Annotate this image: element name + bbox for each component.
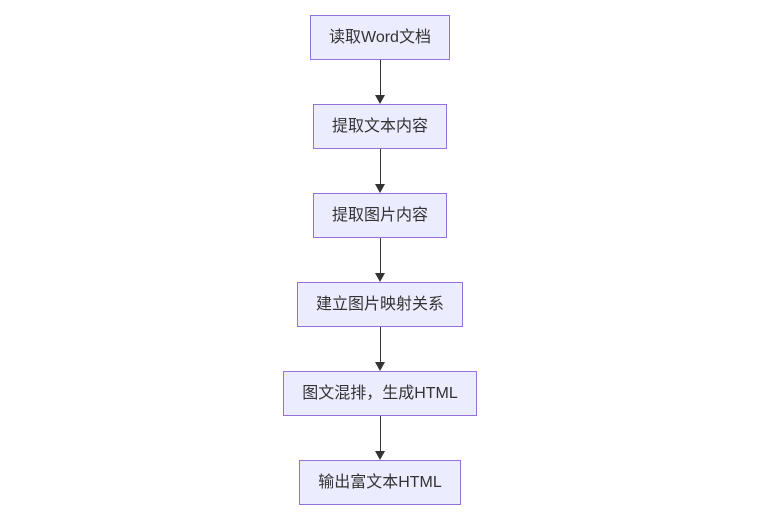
arrow-head-down-icon bbox=[375, 184, 385, 193]
arrow-line bbox=[379, 60, 381, 96]
node-label: 提取图片内容 bbox=[331, 206, 428, 224]
flow-arrow-4 bbox=[375, 327, 385, 371]
node-label: 输出富文本HTML bbox=[318, 473, 442, 491]
node-output-rich-html: 输出富文本HTML bbox=[299, 460, 461, 505]
node-label: 图文混排，生成HTML bbox=[302, 384, 458, 402]
arrow-head-down-icon bbox=[375, 95, 385, 104]
node-label: 读取Word文档 bbox=[329, 28, 431, 46]
node-label: 提取文本内容 bbox=[331, 117, 428, 135]
node-generate-html: 图文混排，生成HTML bbox=[283, 371, 477, 416]
arrow-line bbox=[379, 416, 381, 452]
arrow-head-down-icon bbox=[375, 451, 385, 460]
flow-arrow-3 bbox=[375, 238, 385, 282]
flow-arrow-5 bbox=[375, 416, 385, 460]
node-extract-text: 提取文本内容 bbox=[312, 104, 447, 149]
arrow-line bbox=[379, 327, 381, 363]
node-label: 建立图片映射关系 bbox=[315, 295, 444, 313]
node-build-image-mapping: 建立图片映射关系 bbox=[296, 282, 463, 327]
flow-arrow-1 bbox=[375, 60, 385, 104]
arrow-head-down-icon bbox=[375, 362, 385, 371]
flow-arrow-2 bbox=[375, 149, 385, 193]
node-read-word-doc: 读取Word文档 bbox=[310, 15, 450, 60]
arrow-line bbox=[379, 238, 381, 274]
arrow-head-down-icon bbox=[375, 273, 385, 282]
node-extract-images: 提取图片内容 bbox=[312, 193, 447, 238]
arrow-line bbox=[379, 149, 381, 185]
